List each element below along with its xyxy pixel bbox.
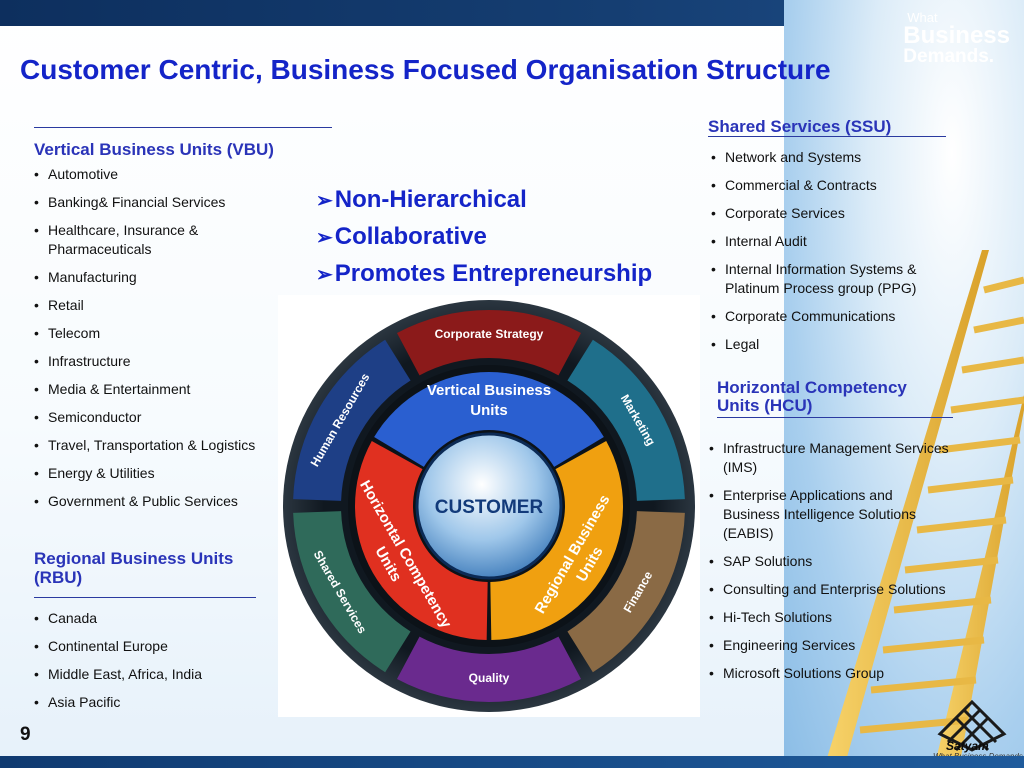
list-item: Legal [711,335,951,354]
slide-title: Customer Centric, Business Focused Organ… [20,54,831,85]
list-item: Corporate Communications [711,307,951,326]
list-item: Engineering Services [709,636,949,655]
list-item: Network and Systems [711,148,951,167]
hcu-rule [717,417,953,418]
ssu-heading: Shared Services (SSU) [708,117,892,136]
segment-finance [567,511,685,673]
brand-line-3: Demands. [903,46,995,67]
label-vbu: Units [470,402,508,419]
list-item: Telecom [34,324,274,343]
rbu-list: Canada Continental Europe Middle East, A… [34,609,274,721]
brand-line-2: Business [903,22,1010,49]
list-item: Banking& Financial Services [34,193,274,212]
list-item: Middle East, Africa, India [34,665,274,684]
list-item: Internal Audit [711,232,951,251]
ssu-rule [708,136,946,137]
segment-hcu [355,441,488,640]
list-item: Corporate Services [711,204,951,223]
segment-marketing [567,339,685,501]
list-item: Travel, Transportation & Logistics [34,436,274,455]
segment-vbu [374,372,604,467]
arrow-bullet-icon: ➢ [316,227,333,249]
brand-tagline: What Business Demands. [903,10,1010,67]
list-item: Healthcare, Insurance & Pharmaceuticals [34,221,274,259]
list-item: Government & Public Services [34,492,274,511]
vbu-heading: Vertical Business Units (VBU) [34,140,274,159]
list-item: Media & Entertainment [34,380,274,399]
vbu-rule [34,127,332,128]
label-corporate-strategy: Corporate Strategy [435,327,544,341]
page-number: 9 [20,724,31,745]
arrow-bullet-icon: ➢ [316,264,333,286]
org-wheel: CUSTOMER Corporate StrategyMarketingFina… [283,300,695,712]
list-item: Retail [34,296,274,315]
rbu-heading: Regional Business Units (RBU) [34,549,234,587]
segment-rbu [490,441,623,640]
list-item: Infrastructure Management Services (IMS) [709,439,949,477]
arrow-bullet-icon: ➢ [316,190,333,212]
logo-name: Satyam [946,739,989,753]
principle-entrepreneurship: ➢Promotes Entrepreneurship [316,260,652,288]
label-quality: Quality [469,671,510,685]
principle-label: Collaborative [334,223,487,250]
satyam-logo-icon [937,699,1007,752]
vbu-list: Automotive Banking& Financial Services H… [34,165,274,520]
list-item: SAP Solutions [709,552,949,571]
list-item: Manufacturing [34,268,274,287]
principle-collaborative: ➢Collaborative [316,223,487,251]
segment-human-resources [293,339,411,501]
list-item: Continental Europe [34,637,274,656]
customer-core [415,432,563,580]
list-item: Semiconductor [34,408,274,427]
principle-non-hierarchical: ➢Non-Hierarchical [316,186,527,214]
bottom-bar [0,756,1024,768]
principle-label: Promotes Entrepreneurship [334,260,653,287]
ssu-list: Network and Systems Commercial & Contrac… [711,148,951,363]
segment-shared-services [293,511,411,673]
customer-label: CUSTOMER [435,497,544,518]
list-item: Consulting and Enterprise Solutions [709,580,949,599]
hcu-list: Infrastructure Management Services (IMS)… [709,439,949,692]
list-item: Internal Information Systems & Platinum … [711,260,951,298]
list-item: Asia Pacific [34,693,274,712]
list-item: Enterprise Applications and Business Int… [709,486,949,543]
list-item: Energy & Utilities [34,464,274,483]
brand-line-1: What [907,10,938,25]
list-item: Infrastructure [34,352,274,371]
segment-quality [396,636,582,702]
list-item: Microsoft Solutions Group [709,664,949,683]
list-item: Automotive [34,165,274,184]
list-item: Commercial & Contracts [711,176,951,195]
list-item: Hi-Tech Solutions [709,608,949,627]
principle-label: Non-Hierarchical [334,186,527,213]
list-item: Canada [34,609,274,628]
hcu-heading: Horizontal Competency Units (HCU) [717,378,907,415]
label-vbu: Vertical Business [427,382,551,399]
rbu-rule [34,597,256,598]
segment-corporate-strategy [396,310,582,376]
